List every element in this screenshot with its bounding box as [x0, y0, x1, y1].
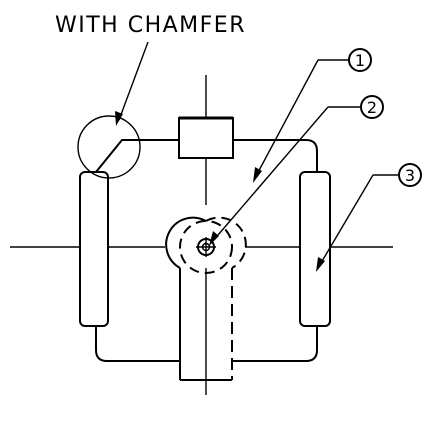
- chamfer-leader: [118, 41, 149, 121]
- chamfer-detail-circle: [77, 115, 141, 179]
- callout-2-arrow: [209, 231, 219, 246]
- callout-3-arrow: [316, 257, 325, 272]
- chamfer-leader-arrow: [115, 111, 123, 126]
- arm-round-end-right-hidden: [205, 216, 247, 269]
- arm-round-end-left: [165, 216, 207, 269]
- chamfer-label: WITH CHAMFER: [55, 13, 246, 38]
- frame-outline-bottom: [95, 326, 318, 362]
- callout-1-leader: [254, 59, 319, 179]
- right-bar: [299, 171, 331, 327]
- callout-2-leader: [211, 106, 329, 243]
- left-bar: [79, 171, 109, 327]
- callout-3-leader: [317, 174, 374, 269]
- pivot-hidden-circle: [179, 220, 233, 274]
- top-block: [178, 117, 234, 159]
- callout-1-arrow: [253, 167, 262, 183]
- callout-2-number: 2: [367, 98, 377, 117]
- frame-outline-top: [95, 139, 318, 173]
- callout-1-number: 1: [355, 51, 365, 70]
- callout-3-number: 3: [405, 166, 415, 185]
